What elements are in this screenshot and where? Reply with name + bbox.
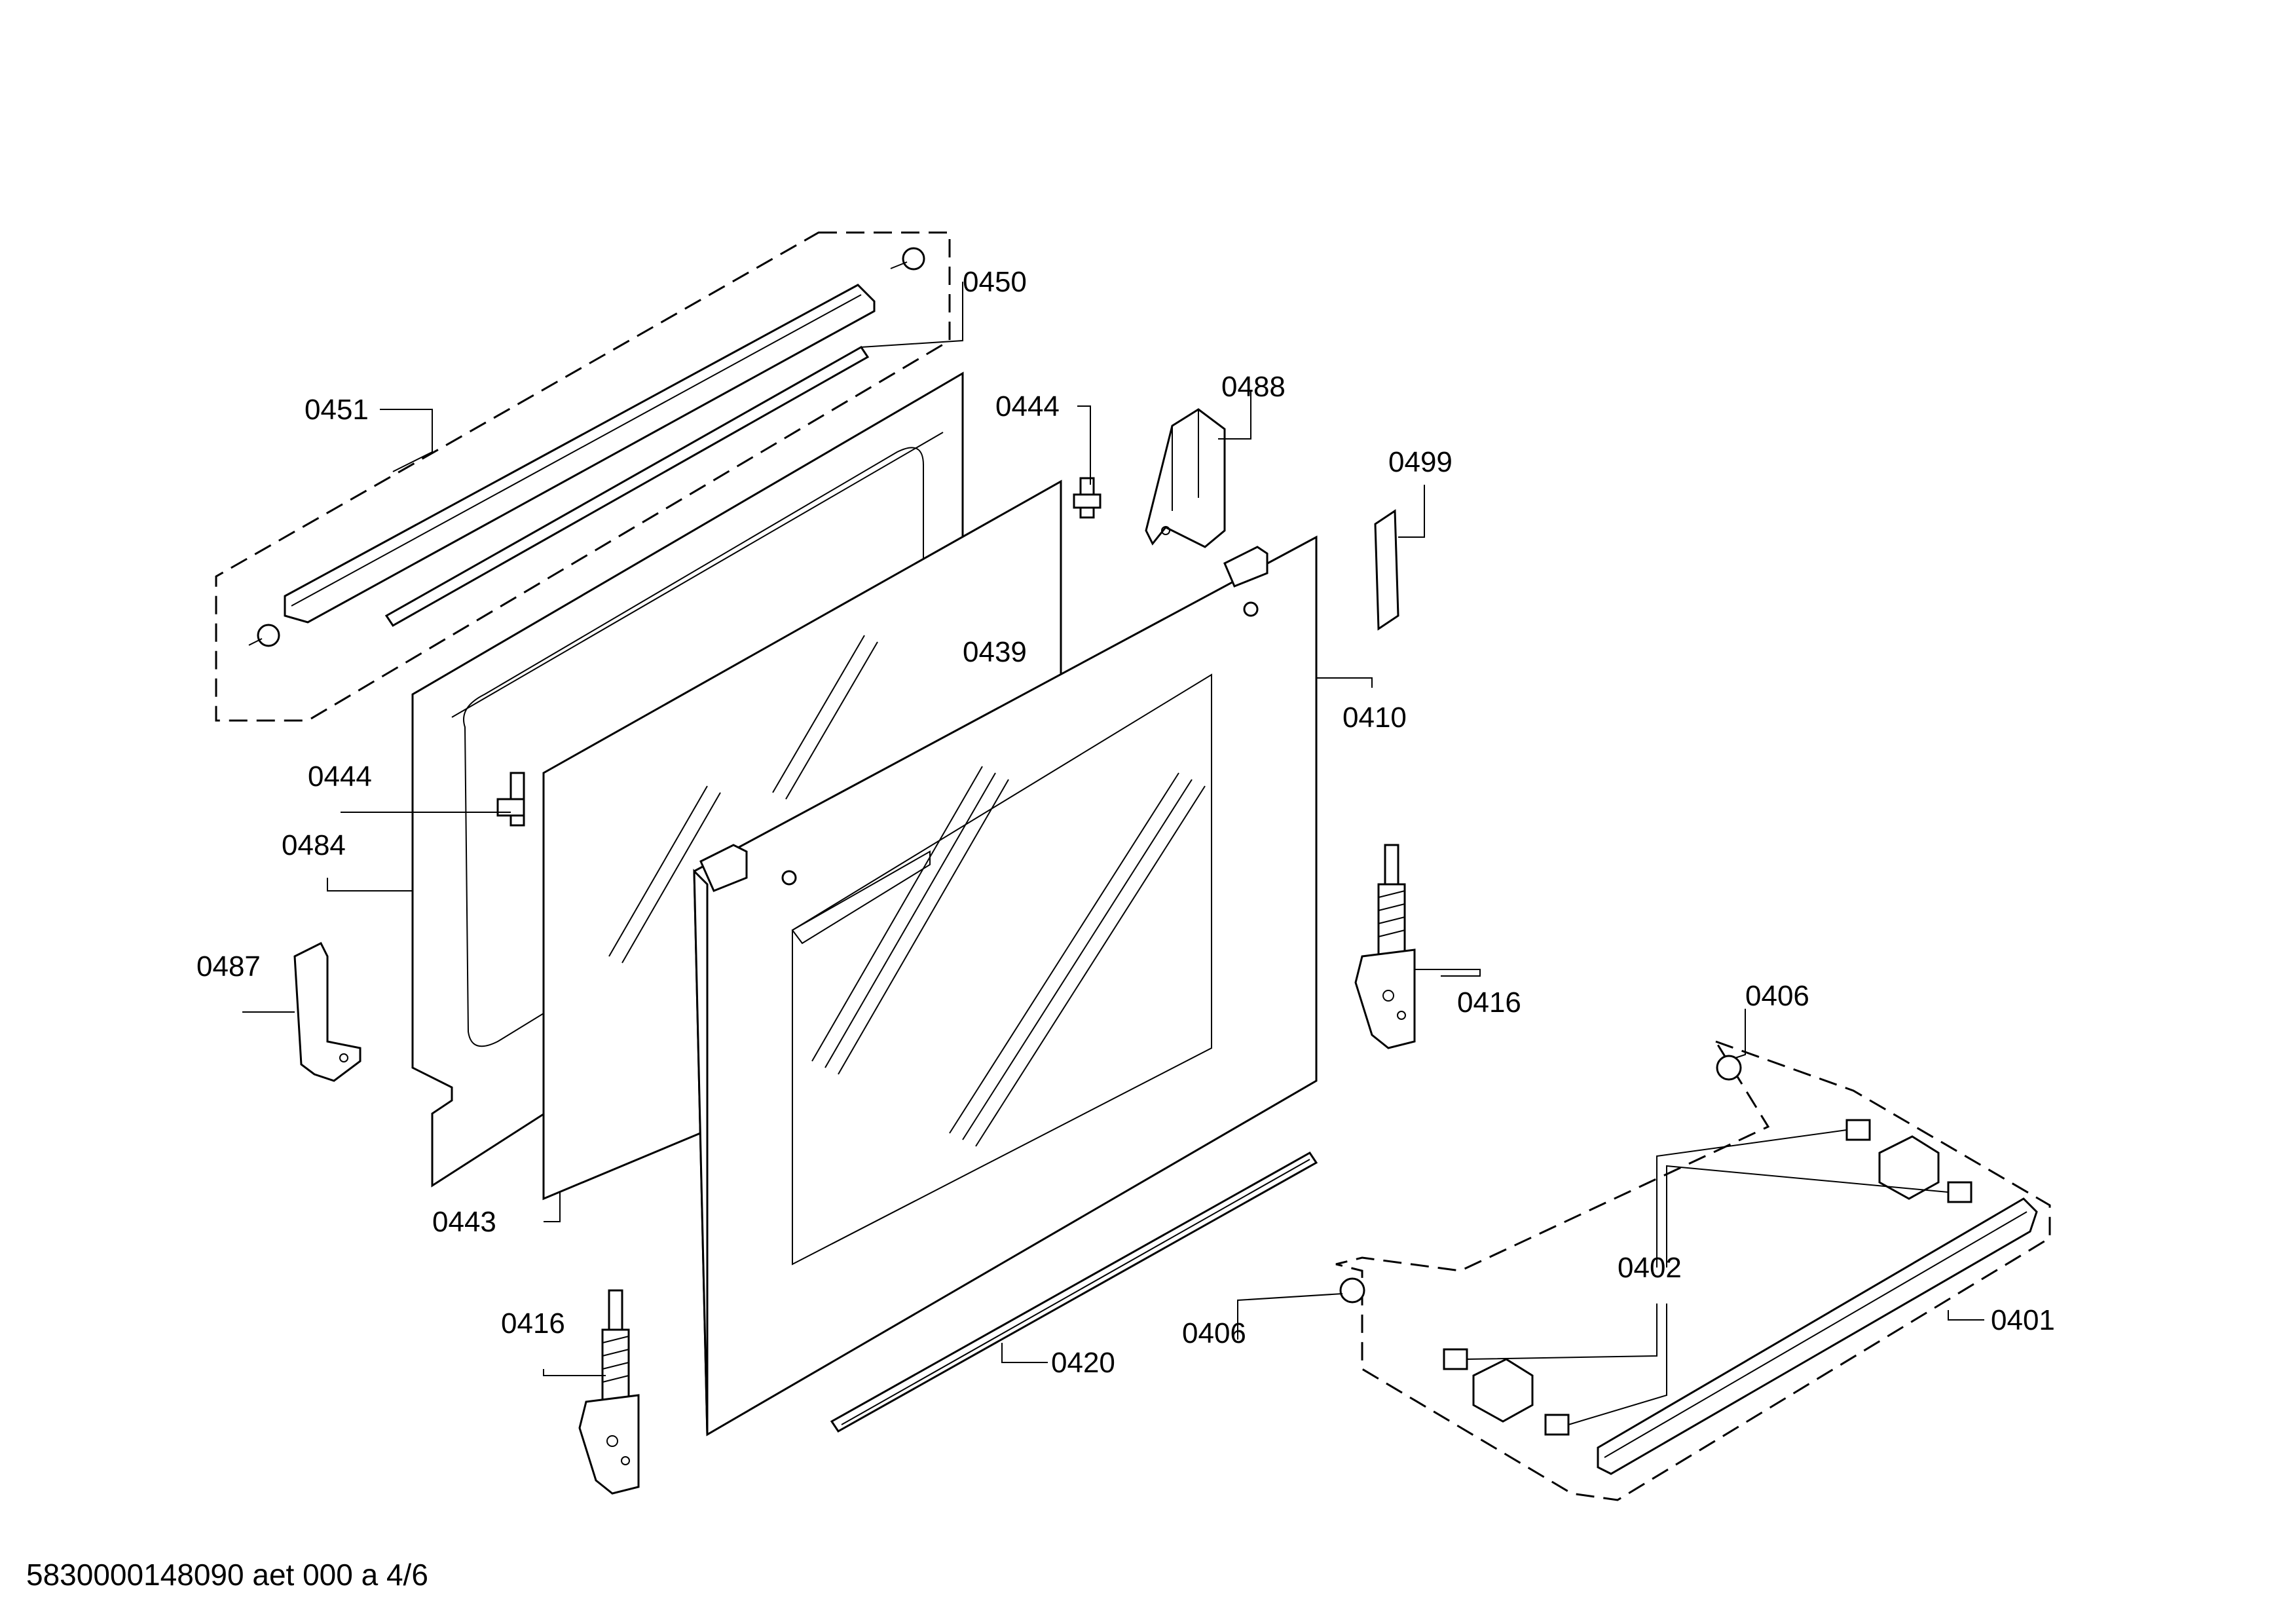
- callout-0443: 0443: [432, 1206, 496, 1238]
- hinge-right: [1354, 844, 1416, 1049]
- callout-0451: 0451: [305, 394, 369, 426]
- callout-0444-mid: 0444: [308, 760, 372, 793]
- callout-0410: 0410: [1342, 702, 1407, 734]
- callout-0484: 0484: [282, 829, 346, 861]
- clip-top: [1073, 477, 1102, 519]
- hinge-cover-right: [1145, 408, 1226, 548]
- label-strip: [1374, 509, 1399, 631]
- callout-0488: 0488: [1221, 371, 1286, 403]
- hinge-cover-left: [293, 941, 361, 1082]
- callout-0416-right: 0416: [1457, 986, 1521, 1019]
- hinge-left: [578, 1289, 640, 1495]
- callout-0406-bottom: 0406: [1182, 1317, 1246, 1349]
- callout-0402: 0402: [1618, 1252, 1682, 1284]
- leader-lines: [242, 282, 1984, 1425]
- handle-group: [1335, 1040, 2051, 1501]
- document-code: 5830000148090 aet 000 a 4/6: [26, 1558, 428, 1592]
- top-rail-group: [215, 231, 951, 722]
- callout-0450: 0450: [963, 266, 1027, 298]
- callout-0439: 0439: [963, 636, 1027, 668]
- screw-top-right: [890, 247, 925, 271]
- callout-labels: 0450 0451 0444 0488 0499 0439 0410 0444 …: [196, 266, 2055, 1379]
- clip-middle: [496, 772, 525, 827]
- callout-0444-top: 0444: [995, 390, 1060, 422]
- callout-0416-left: 0416: [501, 1307, 565, 1340]
- outer-door-glass: [693, 535, 1318, 1436]
- screw-bottom-left: [248, 624, 280, 647]
- callout-0401: 0401: [1991, 1304, 2055, 1336]
- callout-0499: 0499: [1388, 446, 1453, 478]
- callout-0420: 0420: [1051, 1347, 1115, 1379]
- callout-0487: 0487: [196, 950, 261, 983]
- bottom-seal-strip: [830, 1152, 1318, 1433]
- callout-0406-top: 0406: [1745, 980, 1809, 1012]
